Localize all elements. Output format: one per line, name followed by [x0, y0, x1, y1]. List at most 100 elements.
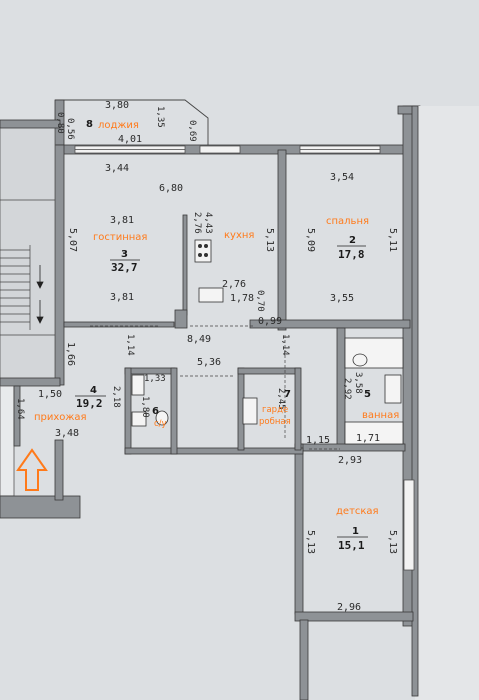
dim-1-14-left: 1,14	[125, 334, 135, 356]
fixtures	[131, 239, 404, 445]
dim-2-76-horizontal: 2,76	[222, 279, 246, 290]
dimension-labels: 0,80 3,80 0,56 1,35 4,01 0,69 3,44 3,54 …	[15, 100, 398, 613]
room-1-number: 1	[352, 526, 359, 537]
stair-treads	[0, 199, 55, 336]
wc-toilet	[155, 410, 169, 426]
window-kitchen	[199, 145, 241, 154]
room-4-area: 19,2	[76, 397, 103, 410]
stair-bottom-wall	[0, 377, 61, 387]
loggia-outline	[55, 99, 209, 150]
dim-1-66: 1,66	[65, 342, 76, 366]
dim-2-45: 2,45	[276, 388, 286, 410]
dim-0-56: 0,56	[65, 118, 75, 140]
dim-0-80: 0,80	[55, 112, 65, 134]
room-labels: 8 лоджия гостинная 3 32,7 кухня спальня …	[34, 119, 399, 552]
kitchen-sink	[198, 287, 224, 303]
kitchen-name: кухня	[224, 230, 254, 241]
room-7-name-line2: робная	[259, 417, 291, 427]
windows	[74, 145, 415, 571]
dim-5-36: 5,36	[197, 357, 221, 368]
dim-2-93: 2,93	[338, 455, 362, 466]
dim-5-13-kids-right: 5,13	[387, 530, 398, 554]
room-3-number: 3	[121, 249, 128, 260]
wall-bedroom-bottom	[249, 319, 411, 329]
room-2-name: спальня	[326, 216, 369, 227]
dim-3-48: 3,48	[55, 428, 79, 439]
dim-0-69: 0,69	[187, 120, 197, 142]
wc-right-wall	[170, 367, 178, 455]
dim-5-13-kids-left: 5,13	[305, 530, 316, 554]
dim-1-78: 1,78	[230, 293, 254, 304]
room-1-name: детская	[336, 506, 379, 517]
dim-0-70: 0,70	[255, 290, 265, 312]
wc-sink	[131, 411, 147, 427]
dim-5-11: 5,11	[387, 228, 398, 252]
room-7-name-line1: гарде	[262, 405, 288, 415]
door-swings	[90, 325, 340, 450]
room-5-name: ванная	[362, 410, 399, 421]
dim-5-09: 5,09	[305, 228, 316, 252]
dim-3-58: 3,58	[353, 372, 363, 394]
wall-kids-bottom	[294, 611, 414, 622]
room-6-number: 6	[152, 406, 159, 417]
dim-3-80: 3,80	[105, 100, 129, 111]
dim-4-43: 4,43	[203, 212, 213, 234]
room-3-name: гостинная	[93, 232, 147, 243]
dim-4-01: 4,01	[118, 134, 142, 145]
wall-kids-left	[294, 443, 304, 615]
room-8-name: лоджия	[98, 120, 139, 131]
dim-0-99: 0,99	[258, 316, 282, 327]
bath-toilet	[352, 353, 368, 367]
room-2-area: 17,8	[338, 248, 365, 261]
room-4-number: 4	[90, 385, 97, 396]
wardrobe-right-wall	[294, 367, 302, 451]
building-edge-line	[411, 105, 419, 697]
dim-6-80: 6,80	[159, 183, 183, 194]
bath-cabinet	[344, 337, 404, 369]
wc-left-wall	[124, 367, 132, 455]
stair-top-wall	[0, 119, 61, 129]
window-kids	[403, 479, 415, 571]
kitchen-column	[174, 309, 188, 329]
kitchen-partition	[182, 214, 188, 316]
room-7-number: 7	[284, 389, 291, 400]
dim-3-55: 3,55	[330, 293, 354, 304]
stove	[194, 239, 212, 263]
wardrobe-top-wall	[237, 367, 301, 375]
room-5-number: 5	[364, 389, 371, 400]
room-4-name: прихожая	[34, 412, 87, 423]
room-2-number: 2	[349, 235, 356, 246]
dim-1-14-right: 1,14	[280, 334, 290, 356]
room-1-area: 15,1	[338, 539, 365, 552]
dim-1-15: 1,15	[306, 435, 330, 446]
wall-living-bedroom	[277, 149, 287, 331]
bath-washer	[384, 374, 402, 404]
dim-3-54: 3,54	[330, 172, 354, 183]
room-6-name: с/у	[154, 419, 167, 429]
walls	[0, 99, 479, 700]
dim-2-92: 2,92	[342, 378, 352, 400]
entry-right-jamb	[54, 439, 64, 501]
left-wall	[54, 144, 65, 386]
stair-arrows	[36, 265, 44, 324]
dim-8-49: 8,49	[187, 334, 211, 345]
wc-bottom-wall	[124, 447, 304, 455]
wc-cabinet	[131, 374, 145, 396]
dim-1-33: 1,33	[144, 374, 166, 384]
dim-1-64: 1,64	[15, 398, 25, 420]
entry-arrow-icon	[16, 448, 48, 491]
room-3-area: 32,7	[111, 261, 138, 274]
bathtub	[344, 421, 404, 445]
dim-1-50: 1,50	[38, 389, 62, 400]
dim-2-18: 2,18	[111, 386, 121, 408]
dim-5-07: 5,07	[67, 228, 78, 252]
dim-2-96: 2,96	[337, 602, 361, 613]
dim-3-44: 3,44	[105, 163, 129, 174]
dim-2-76-vertical: 2,76	[192, 212, 202, 234]
dim-1-80: 1,80	[140, 396, 150, 418]
dim-1-71: 1,71	[356, 433, 380, 444]
lower-left-area	[0, 385, 15, 497]
wall-lower-left	[299, 619, 309, 700]
building-edge	[415, 106, 479, 700]
